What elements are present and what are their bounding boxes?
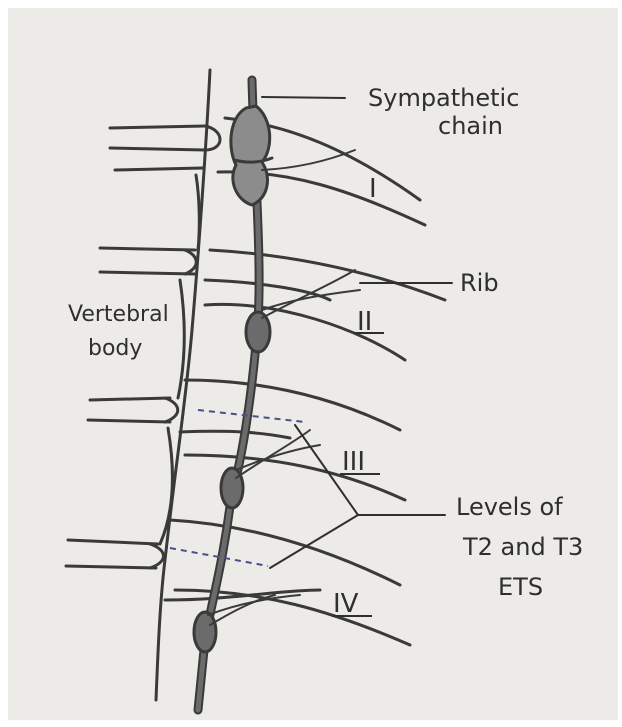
vertebra-1-bottom: [110, 148, 205, 150]
sympathetic-chain-label-2: chain: [438, 112, 503, 140]
rib-numeral-3: III: [342, 447, 365, 477]
t3-ganglion: [221, 468, 243, 508]
t4-ganglion: [194, 612, 216, 652]
vertebra-4-top: [90, 398, 170, 400]
sympathetic-chain-leader: [262, 97, 345, 98]
vertebral-body-label-2: body: [88, 336, 142, 361]
paper-background: [8, 8, 618, 720]
rib-numeral-4: IV: [333, 589, 359, 619]
rib-label: Rib: [460, 269, 499, 297]
vertebra-2-top: [115, 168, 203, 170]
levels-label-3: ETS: [498, 573, 543, 601]
vertebra-3-bottom: [100, 272, 195, 274]
vertebra-4-bottom: [88, 420, 170, 422]
levels-label-2: T2 and T3: [462, 533, 583, 561]
rib-numeral-1: I: [369, 174, 377, 204]
vertebra-3-top: [100, 248, 195, 250]
t2-ganglion: [246, 312, 270, 352]
levels-label-1: Levels of: [456, 493, 563, 521]
sympathetic-chain-label-1: Sympathetic: [368, 84, 519, 112]
vertebra-5-bottom: [66, 566, 156, 568]
stellate-ganglion: [231, 106, 270, 205]
vertebra-1-top: [110, 126, 205, 128]
vertebral-body-label-1: Vertebral: [68, 302, 169, 327]
